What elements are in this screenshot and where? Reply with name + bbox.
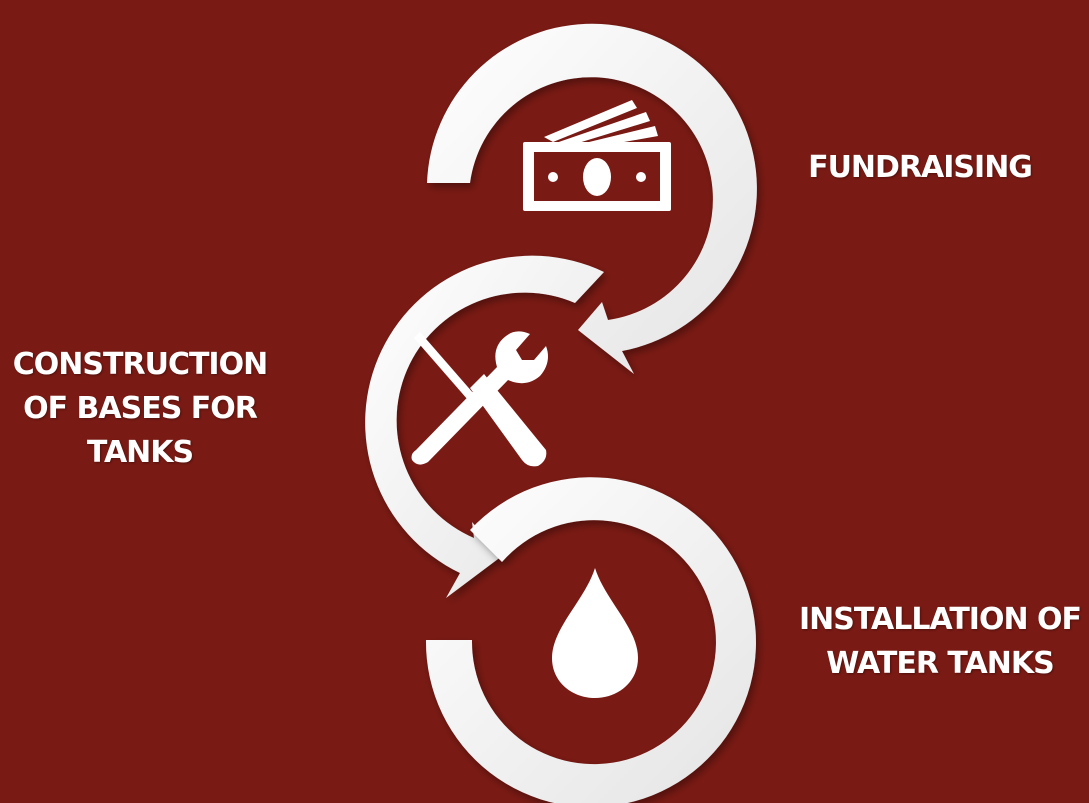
money-icon: [523, 100, 671, 211]
step-label-construction: CONSTRUCTION OF BASES FOR TANKS: [0, 343, 280, 475]
label-line: CONSTRUCTION: [12, 347, 268, 382]
water-drop-icon: [552, 568, 638, 698]
step-label-fundraising: FUNDRAISING: [790, 146, 1050, 190]
label-line: OF BASES FOR: [23, 391, 258, 426]
label-line: WATER TANKS: [826, 646, 1054, 681]
step-label-installation: INSTALLATION OF WATER TANKS: [790, 598, 1089, 686]
label-line: INSTALLATION OF: [798, 602, 1082, 637]
middle-cycle-arrow: [365, 255, 604, 598]
tools-icon: [411, 331, 548, 467]
label-line: TANKS: [86, 435, 194, 470]
label-line: FUNDRAISING: [808, 150, 1033, 185]
